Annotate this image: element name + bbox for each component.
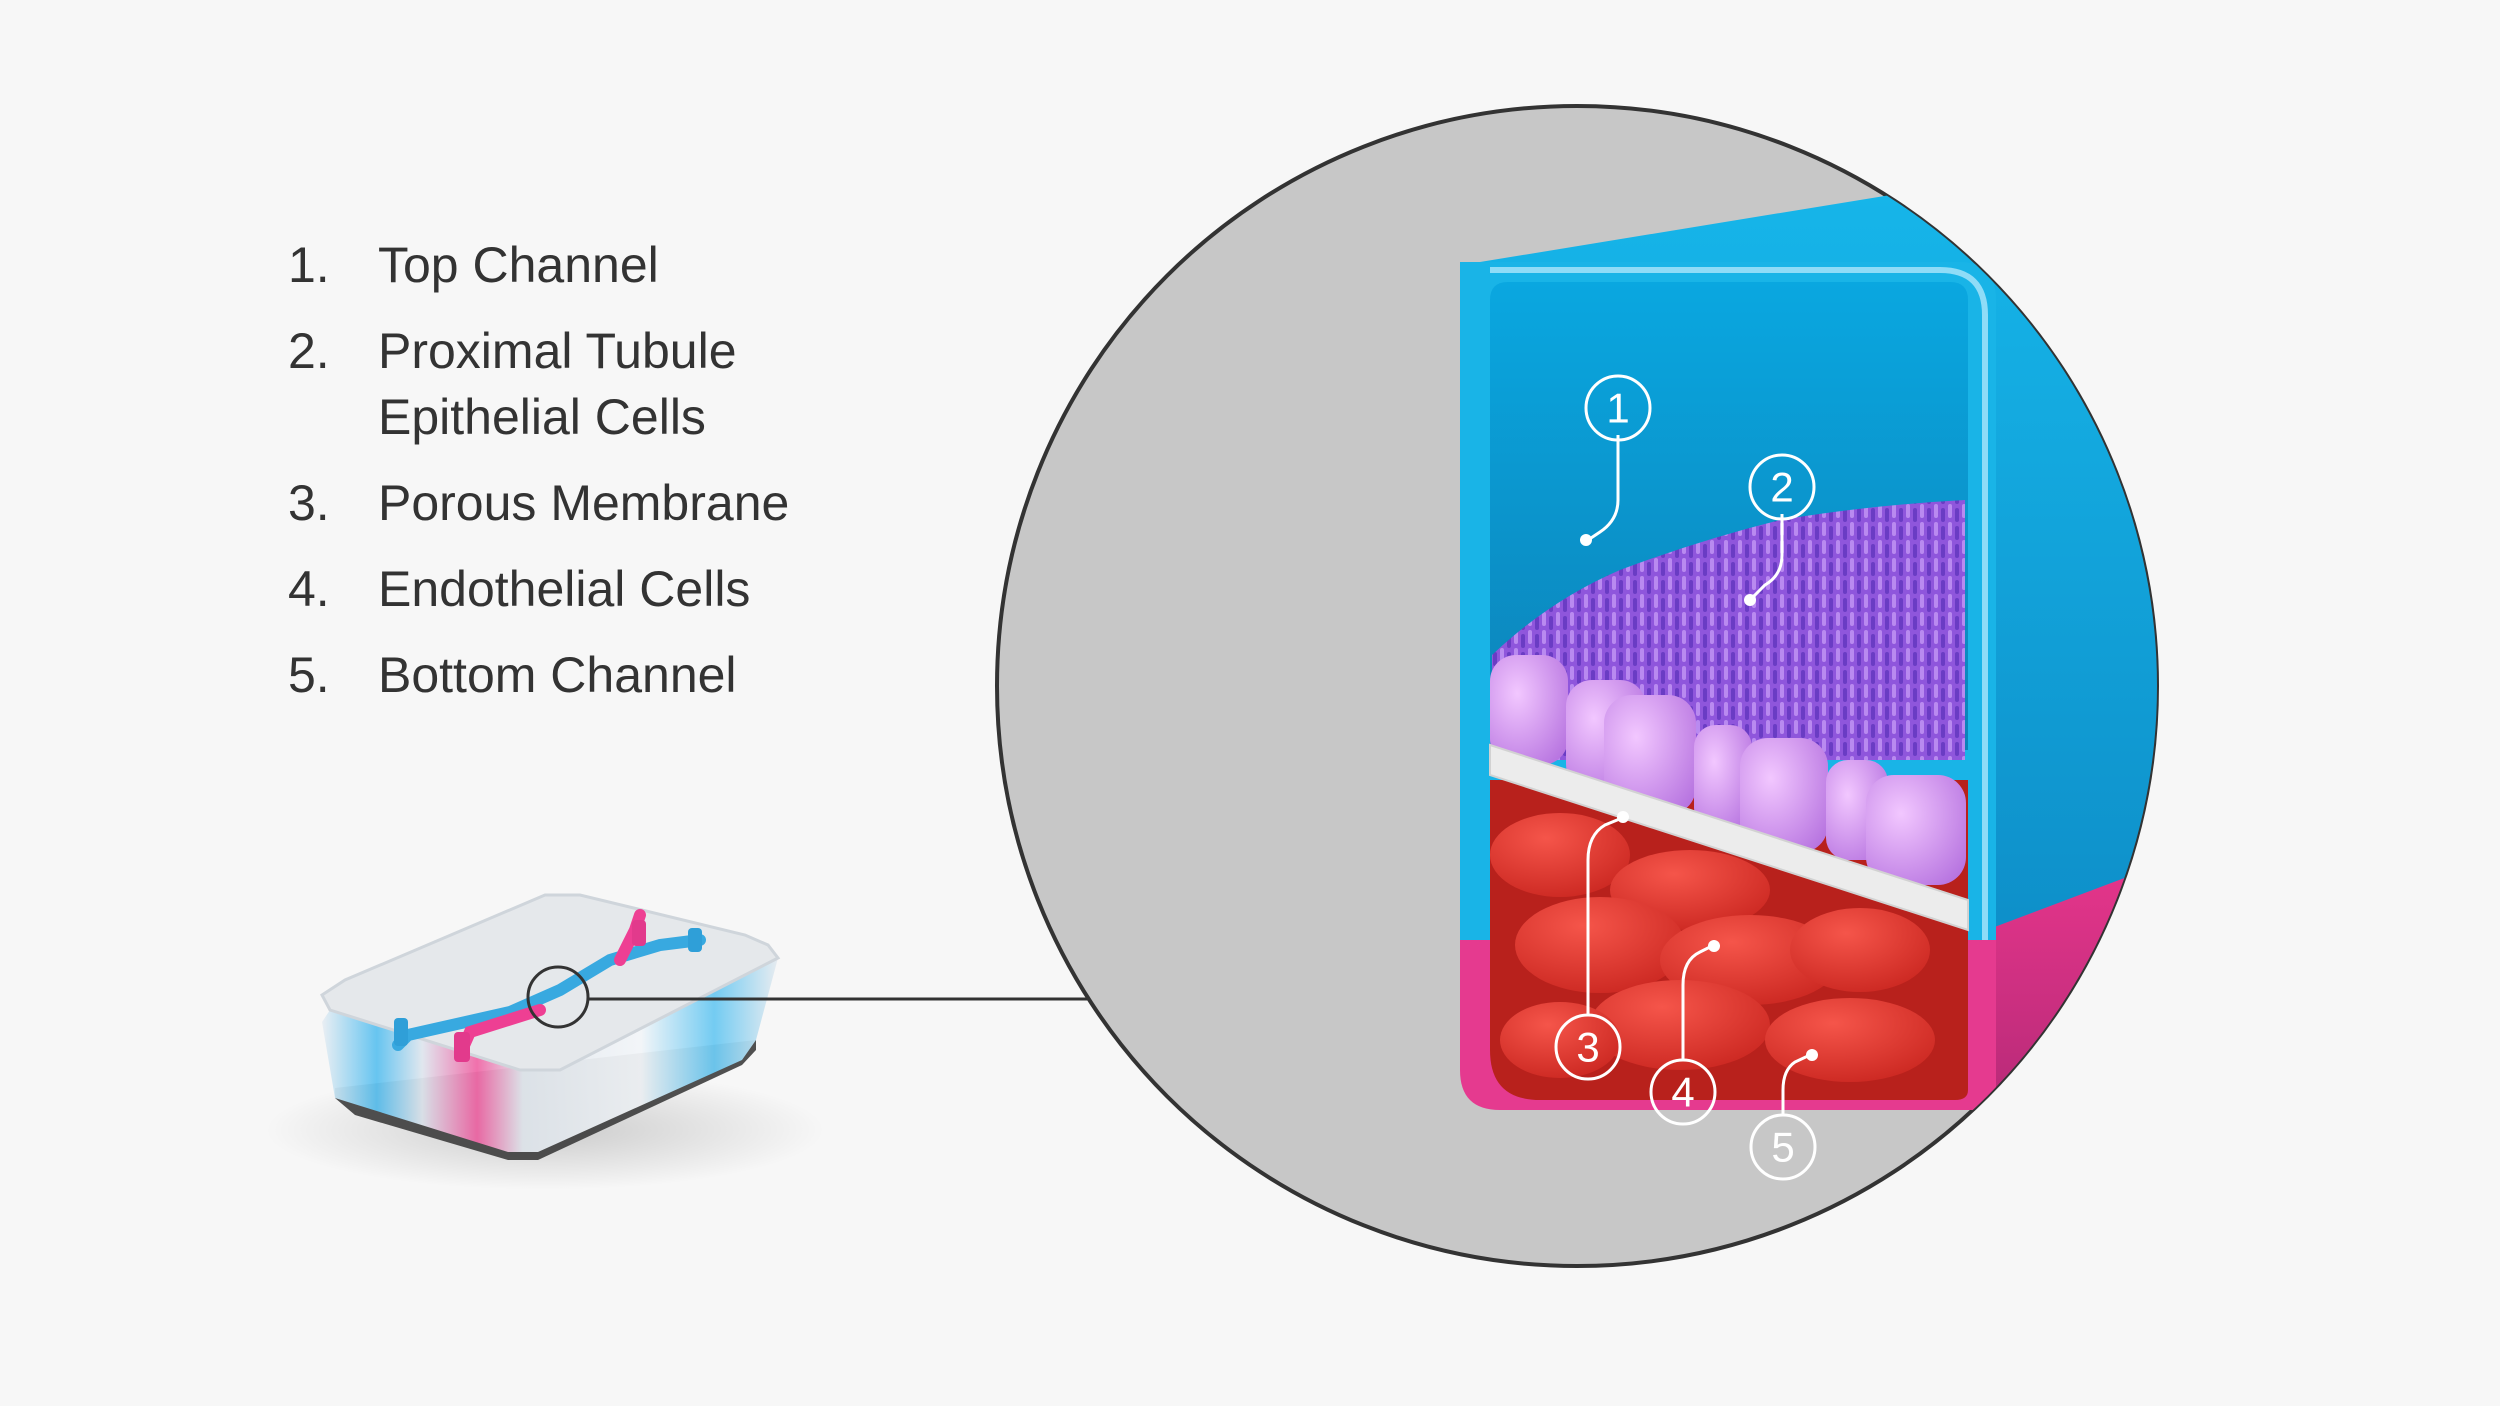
legend-list: 1. Top Channel 2. Proximal Tubule Epithe…	[288, 232, 908, 728]
callout-4-label: 4	[1671, 1069, 1694, 1116]
legend-number: 3.	[288, 475, 330, 531]
legend-number: 1.	[288, 237, 330, 293]
legend-item-3: 3. Porous Membrane	[288, 470, 908, 536]
legend-label: Endothelial Cells	[378, 561, 751, 617]
epithelial-cells	[1490, 655, 1966, 885]
callout-3: 3	[1554, 811, 1629, 1081]
zoom-indicator-ring	[526, 965, 590, 1029]
legend-item-1: 1. Top Channel	[288, 232, 908, 298]
legend-item-4: 4. Endothelial Cells	[288, 556, 908, 622]
legend-label: Porous Membrane	[378, 475, 790, 531]
legend-number: 5.	[288, 647, 330, 703]
callout-2: 2	[1744, 453, 1816, 606]
callout-1-label: 1	[1606, 385, 1629, 432]
legend-label: Bottom Channel	[378, 647, 737, 703]
legend-item-5: 5. Bottom Channel	[288, 642, 908, 708]
callout-1: 1	[1580, 374, 1652, 546]
organ-chip-illustration	[265, 893, 825, 1190]
legend-number: 4.	[288, 561, 330, 617]
porous-membrane	[1489, 743, 1969, 932]
legend-label: Top Channel	[378, 237, 659, 293]
callout-5-label: 5	[1771, 1124, 1794, 1171]
callout-4: 4	[1649, 940, 1720, 1126]
legend-number: 2.	[288, 323, 330, 379]
callout-5: 5	[1749, 1049, 1818, 1181]
callout-3-label: 3	[1576, 1024, 1599, 1071]
callout-2-label: 2	[1770, 464, 1793, 511]
endothelial-cells	[1490, 813, 1935, 1082]
legend-item-2: 2. Proximal Tubule Epithelial Cells	[288, 318, 908, 450]
legend-label: Proximal Tubule Epithelial Cells	[378, 323, 737, 445]
